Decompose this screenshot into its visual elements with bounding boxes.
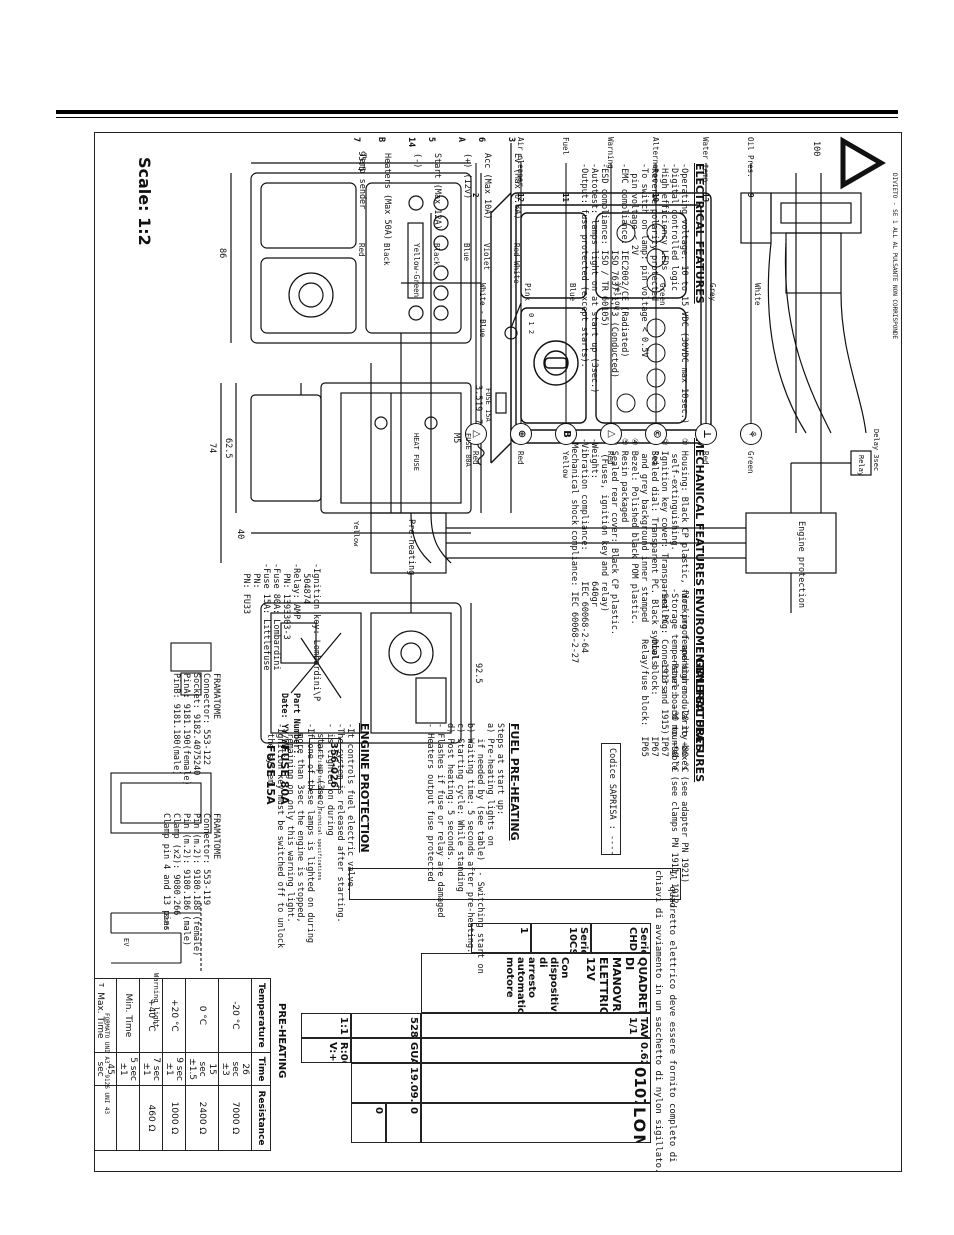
connector-icons	[110, 642, 212, 973]
lamp-wires	[475, 163, 752, 433]
tb-company: LOMBARDINI	[421, 1103, 651, 1143]
tb-r: R:00 V:+	[301, 1038, 351, 1063]
tb-serie2-val: Serie 10CS	[567, 927, 589, 953]
tb-part: 0107.007245.453.000.0	[421, 1063, 651, 1103]
logo-triangle-icon	[840, 136, 886, 190]
connector-drawing	[740, 192, 867, 434]
tb-tavola: TAVOLA: 1/1	[421, 1013, 651, 1038]
note-line-2: chiavi di avviamento in un sacchetto di …	[653, 870, 663, 1172]
codice-box: Codice SAPRISA : ----	[601, 743, 621, 855]
tb-code: 0.626.10.011	[421, 1038, 651, 1063]
title-main: QUADRETTO DI MANOVRA ELETTRICO 12V	[584, 957, 649, 1013]
timing-chart	[110, 903, 202, 973]
tb-r-val: R:00 V:+	[327, 1042, 349, 1063]
tb-date-val: 19.09.05	[408, 1067, 419, 1103]
tb-title: QUADRETTO DI MANOVRA ELETTRICO 12V Con d…	[421, 953, 651, 1013]
codice-label: Codice SAPRISA : ----	[607, 748, 617, 856]
tb-drawing-no: 52822	[351, 1013, 421, 1038]
tb-part-val: 0107.007245.453.000.0	[631, 1067, 649, 1103]
ref-number: 356-026	[328, 742, 339, 788]
tb-rev-val: 0	[408, 1107, 419, 1114]
schematic-lines	[370, 143, 872, 613]
tb-serie-num: 1	[471, 923, 531, 953]
tb-revdate-val: 0	[373, 1107, 384, 1114]
tb-company-val: LOMBARDINI	[630, 1107, 649, 1143]
tb-drawing-no-val: 52822	[408, 1017, 419, 1038]
tb-serie-num-val: 1	[518, 927, 529, 934]
ref-sub: Specifiche tecniche / Technical specific…	[316, 742, 322, 881]
tb-designer-val: GUALDI	[408, 1042, 419, 1063]
tb-scala-val: 1:1	[338, 1017, 349, 1035]
front-view	[230, 162, 472, 344]
tb-code-val: 0.626.10.011	[638, 1042, 649, 1063]
drawing-rotated: FORMATO UNI A3 - 9126 UNI 43 DIVIETO - S…	[95, 133, 901, 1171]
tb-designer: GUALDI	[351, 1038, 421, 1063]
tb-scala: 1:1	[301, 1013, 351, 1038]
tb-date: 19.09.05	[351, 1063, 421, 1103]
top-rule-thick	[56, 110, 898, 114]
note-line-1: Il quadretto elettrico deve essere forni…	[667, 870, 677, 1163]
drawing-sheet: FORMATO UNI A3 - 9126 UNI 43 DIVIETO - S…	[94, 132, 902, 1172]
note-box	[349, 868, 681, 900]
tb-revdate: 0	[351, 1103, 386, 1143]
tb-tavola-val: TAVOLA: 1/1	[627, 1017, 649, 1038]
tb-serie-val: Serie CHD	[627, 927, 649, 953]
title-sub: Con dispositivo di arresto automatico mo…	[504, 957, 570, 1013]
tb-rev: 0	[386, 1103, 421, 1143]
tb-serie: Serie CHD	[591, 923, 651, 953]
ref-box: 356-026 Specifiche tecniche / Technical …	[309, 738, 341, 880]
tb-serie2: Serie 10CS	[531, 923, 591, 953]
top-rule-thin	[56, 117, 898, 118]
